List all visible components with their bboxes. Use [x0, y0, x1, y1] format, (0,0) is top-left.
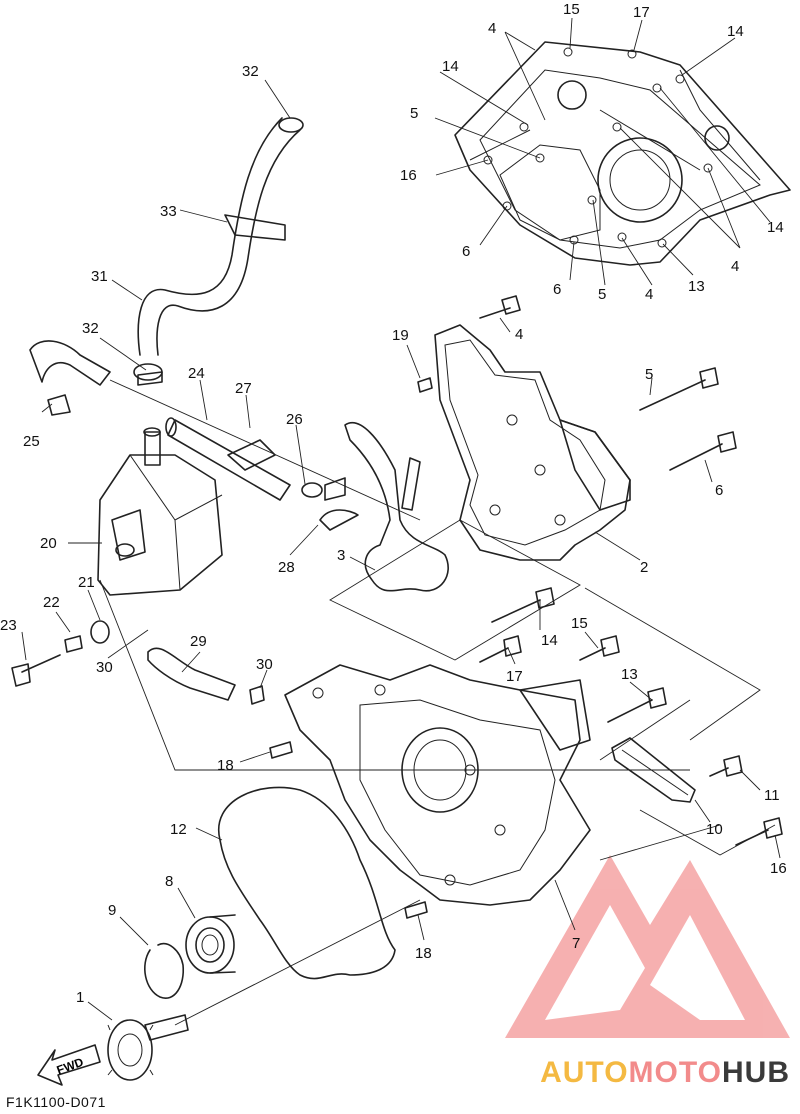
- callout-12: 12: [170, 821, 187, 838]
- watermark-part-3: HUB: [722, 1056, 790, 1089]
- callout-18: 18: [415, 945, 432, 962]
- callout-31: 31: [91, 268, 108, 285]
- watermark-part-2: MOTO: [628, 1056, 722, 1089]
- callout-28: 28: [278, 559, 295, 576]
- water-pump-housing: [434, 324, 631, 561]
- callout-5: 5: [645, 366, 653, 383]
- callout-4: 4: [515, 326, 523, 343]
- callout-6: 6: [553, 281, 561, 298]
- hose-lower: [147, 647, 265, 705]
- callout-6: 6: [715, 482, 723, 499]
- callout-5: 5: [598, 286, 606, 303]
- circlip: [144, 943, 185, 999]
- pipe: [165, 417, 291, 501]
- callout-33: 33: [160, 203, 177, 220]
- callout-14: 14: [541, 632, 558, 649]
- hose-clamps: [47, 363, 359, 531]
- callout-4: 4: [645, 286, 653, 303]
- callout-30: 30: [256, 656, 273, 673]
- callout-21: 21: [78, 574, 95, 591]
- callout-13: 13: [621, 666, 638, 683]
- watermark-text: AUTOMOTOHUB: [540, 1056, 790, 1090]
- callout-27: 27: [235, 380, 252, 397]
- callout-11: 11: [764, 787, 780, 804]
- bolts: [11, 295, 783, 919]
- forward-arrow-icon: FWD: [37, 1044, 101, 1086]
- callout-17: 17: [633, 4, 650, 21]
- callout-14: 14: [767, 219, 784, 236]
- callout-23: 23: [0, 617, 17, 634]
- gasket-large: [217, 786, 396, 980]
- watermark-logo: [505, 855, 790, 1038]
- callout-32: 32: [82, 320, 99, 337]
- callout-8: 8: [165, 873, 173, 890]
- callout-17: 17: [506, 668, 523, 685]
- callout-15: 15: [563, 1, 580, 18]
- gasket-small: [329, 422, 581, 661]
- callout-6: 6: [462, 243, 470, 260]
- callout-16: 16: [400, 167, 417, 184]
- leader-lines: [21, 17, 781, 1021]
- callout-22: 22: [43, 594, 60, 611]
- impeller-shaft: [107, 899, 421, 1081]
- callout-32: 32: [242, 63, 259, 80]
- callout-29: 29: [190, 633, 207, 650]
- callout-15: 15: [571, 615, 588, 632]
- crankcase-half: [454, 41, 791, 266]
- watermark-part-1: AUTO: [540, 1056, 629, 1089]
- cover-plate: [584, 587, 776, 856]
- callout-14: 14: [727, 23, 744, 40]
- callout-1: 1: [76, 989, 84, 1006]
- callout-25: 25: [23, 433, 40, 450]
- callout-labels: 15 17 4 14 14 5 16 14 6 6 5 4 13 4 32 33…: [0, 1, 787, 1006]
- bearing: [185, 914, 236, 974]
- callout-10: 10: [706, 821, 723, 838]
- callout-30: 30: [96, 659, 113, 676]
- callout-4: 4: [731, 258, 739, 275]
- breather-hose: [137, 117, 304, 386]
- callout-7: 7: [572, 935, 580, 952]
- callout-26: 26: [286, 411, 303, 428]
- callout-3: 3: [337, 547, 345, 564]
- callout-4: 4: [488, 20, 496, 37]
- callout-13: 13: [688, 278, 705, 295]
- callout-16: 16: [770, 860, 787, 877]
- oil-cooler: [97, 427, 690, 771]
- coolant-hose-left: [29, 340, 421, 521]
- callout-14: 14: [442, 58, 459, 75]
- callout-20: 20: [40, 535, 57, 552]
- water-pump-cover: [284, 664, 721, 906]
- callout-24: 24: [188, 365, 205, 382]
- callout-19: 19: [392, 327, 409, 344]
- callout-5: 5: [410, 105, 418, 122]
- diagram-code: F1K1100-D071: [6, 1094, 106, 1110]
- callout-9: 9: [108, 902, 116, 919]
- callout-2: 2: [640, 559, 648, 576]
- callout-18: 18: [217, 757, 234, 774]
